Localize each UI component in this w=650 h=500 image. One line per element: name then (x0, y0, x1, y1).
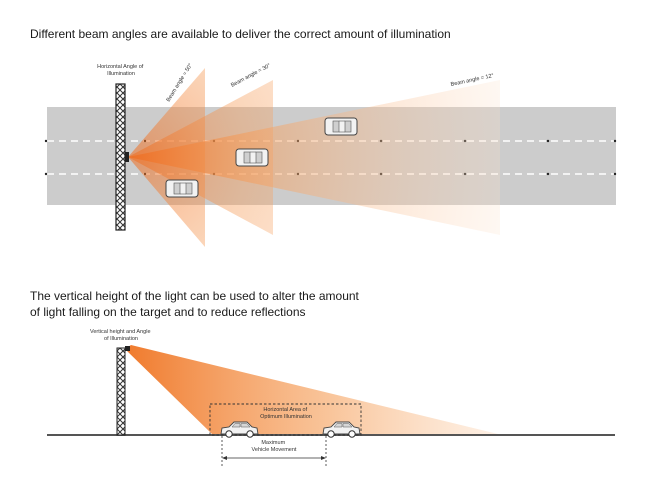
pole-label: Horizontal Angle of Illumination (97, 64, 145, 77)
beam-narrow (128, 80, 500, 235)
optimum-area-box (209, 403, 362, 436)
car-icon (235, 148, 269, 167)
top-heading: Different beam angles are available to d… (30, 27, 451, 41)
car-icon (324, 117, 358, 136)
lighting-pole-icon (116, 346, 130, 436)
car-icon (165, 179, 199, 198)
movement-dimension (221, 436, 327, 466)
bottom-heading-line2: of light falling on the target and to re… (30, 305, 306, 319)
bottom-heading-line1: The vertical height of the light can be … (30, 289, 359, 303)
vertical-beam (125, 345, 498, 434)
lighting-pole-icon (115, 83, 129, 231)
optimum-area-label: Horizontal Area of Optimum Illumination (260, 407, 312, 420)
vertical-pole-label: Vertical height and Angle of Illuminatio… (90, 329, 152, 342)
movement-label: Maximum Vehicle Movement (252, 440, 297, 453)
